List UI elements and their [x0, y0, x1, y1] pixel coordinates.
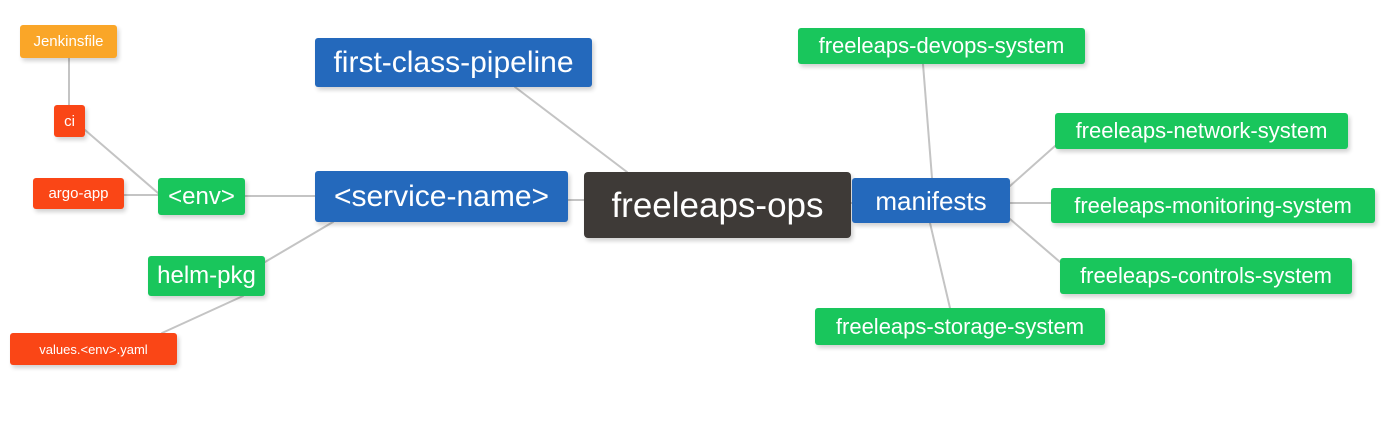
edge-freeleaps-network-system-to-manifests: [1009, 145, 1056, 187]
node-freeleaps-storage-system[interactable]: freeleaps-storage-system: [815, 308, 1105, 345]
edge-first-class-pipeline-to-freeleaps-ops: [514, 86, 628, 173]
node-freeleaps-controls-system[interactable]: freeleaps-controls-system: [1060, 258, 1352, 294]
node-freeleaps-devops-system[interactable]: freeleaps-devops-system: [798, 28, 1085, 64]
node-jenkinsfile[interactable]: Jenkinsfile: [20, 25, 117, 58]
node-manifests[interactable]: manifests: [852, 178, 1010, 223]
node-env[interactable]: <env>: [158, 178, 245, 215]
node-freeleaps-ops[interactable]: freeleaps-ops: [584, 172, 851, 238]
edge-values-yaml-to-helm-pkg: [161, 295, 244, 334]
edge-freeleaps-storage-system-to-manifests: [929, 222, 951, 309]
node-freeleaps-network-system[interactable]: freeleaps-network-system: [1055, 113, 1348, 149]
edge-freeleaps-controls-system-to-manifests: [1009, 218, 1061, 263]
node-helm-pkg[interactable]: helm-pkg: [148, 256, 265, 296]
node-values-yaml[interactable]: values.<env>.yaml: [10, 333, 177, 365]
node-first-class-pipeline[interactable]: first-class-pipeline: [315, 38, 592, 87]
edge-helm-pkg-to-service-name: [264, 221, 334, 263]
node-service-name[interactable]: <service-name>: [315, 171, 568, 222]
node-freeleaps-monitoring-system[interactable]: freeleaps-monitoring-system: [1051, 188, 1375, 223]
node-argo-app[interactable]: argo-app: [33, 178, 124, 209]
edge-freeleaps-devops-system-to-manifests: [922, 63, 933, 179]
node-ci[interactable]: ci: [54, 105, 85, 137]
